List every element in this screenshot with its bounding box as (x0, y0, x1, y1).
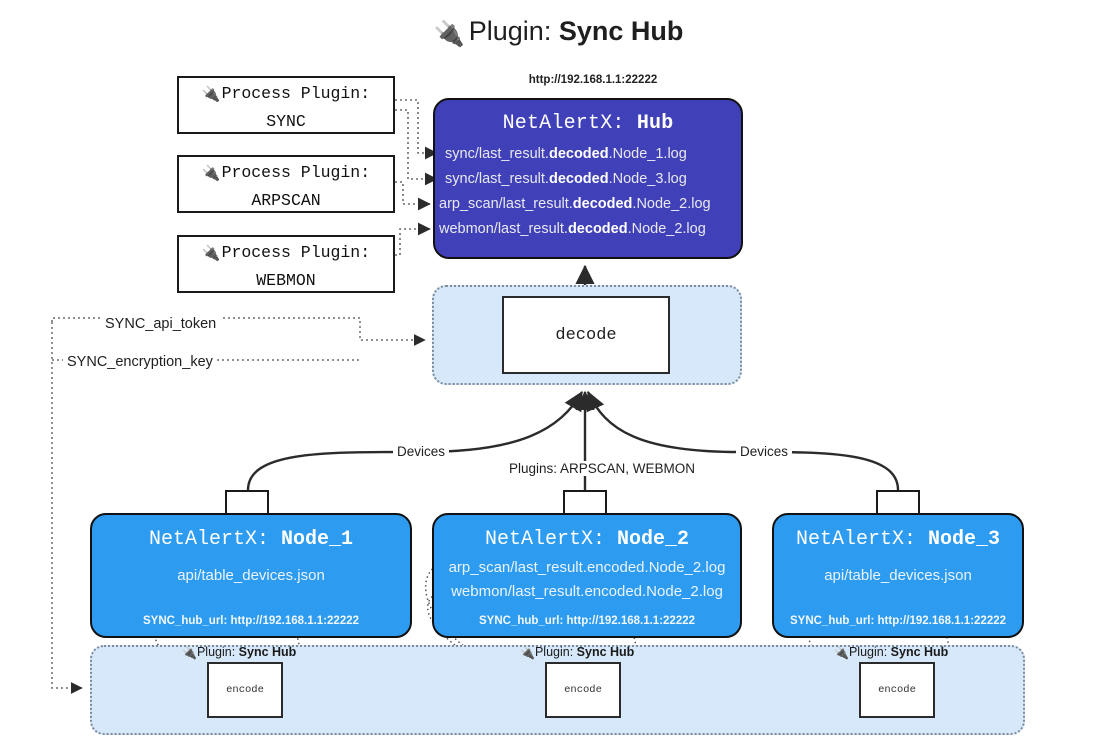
hub-url-label: http://192.168.1.1:22222 (528, 74, 658, 86)
hub-log-line: sync/last_result.decoded.Node_1.log (445, 146, 687, 162)
plug-icon: 🔌 (201, 244, 221, 262)
process-plugin-label: Process Plugin: (221, 163, 371, 182)
edge-label-devices-left: Devices (393, 444, 450, 459)
sync-encryption-key-label: SYNC_encryption_key (63, 354, 217, 370)
process-plugin-name: ARPSCAN (251, 191, 321, 210)
process-plugin-box-sync[interactable]: 🔌Process Plugin: SYNC (177, 76, 395, 134)
process-plugin-name: WEBMON (256, 271, 316, 290)
node-box-node-2[interactable]: NetAlertX: Node_2 arp_scan/last_result.e… (432, 513, 742, 638)
plug-icon: 🔌 (201, 85, 221, 103)
plug-icon: 🔌 (182, 646, 197, 660)
page-title-prefix: Plugin: (468, 16, 552, 46)
node-line: webmon/last_result.encoded.Node_2.log (451, 583, 723, 600)
plug-icon: 🔌 (433, 20, 465, 48)
node-hub-url: SYNC_hub_url: http://192.168.1.1:22222 (478, 615, 696, 627)
edge-label-plugins: Plugins: ARPSCAN, WEBMON (505, 461, 700, 476)
process-plugin-box-webmon[interactable]: 🔌Process Plugin: WEBMON (177, 235, 395, 293)
hub-log-line: sync/last_result.decoded.Node_3.log (445, 171, 687, 187)
sync-hub-plugin-label: 🔌Plugin: Sync Hub (182, 645, 297, 660)
node-line: arp_scan/last_result.encoded.Node_2.log (448, 559, 726, 576)
hub-title-name: Hub (636, 112, 674, 135)
node-hub-url: SYNC_hub_url: http://192.168.1.1:22222 (142, 615, 360, 627)
hub-box[interactable]: NetAlertX: Hub sync/last_result.decoded.… (433, 98, 743, 259)
page-title: 🔌Plugin: Sync Hub (0, 16, 1117, 49)
hub-log-line: arp_scan/last_result.decoded.Node_2.log (439, 196, 711, 212)
encode-box[interactable]: encode (859, 662, 935, 718)
node-box-node-3[interactable]: NetAlertX: Node_3 api/table_devices.json… (772, 513, 1024, 638)
node-box-node-1[interactable]: NetAlertX: Node_1 api/table_devices.json… (90, 513, 412, 638)
node-title: NetAlertX: Node_2 (484, 528, 690, 551)
node-line: api/table_devices.json (177, 567, 325, 584)
process-plugin-label: Process Plugin: (221, 243, 371, 262)
node-title: NetAlertX: Node_1 (148, 528, 354, 551)
sync-hub-plugin-label: 🔌Plugin: Sync Hub (520, 645, 635, 660)
node-title: NetAlertX: Node_3 (795, 528, 1001, 551)
process-plugin-name: SYNC (266, 112, 306, 131)
plug-icon: 🔌 (201, 164, 221, 182)
sync-hub-plugin-label: 🔌Plugin: Sync Hub (834, 645, 949, 660)
edge-label-devices-right: Devices (736, 444, 793, 459)
hub-title-prefix: NetAlertX: (502, 112, 625, 135)
encode-box[interactable]: encode (545, 662, 621, 718)
hub-log-line: webmon/last_result.decoded.Node_2.log (439, 221, 706, 237)
node-line: api/table_devices.json (824, 567, 972, 584)
hub-title: NetAlertX: Hub (435, 112, 741, 135)
node-hub-url: SYNC_hub_url: http://192.168.1.1:22222 (789, 615, 1007, 627)
process-plugin-label: Process Plugin: (221, 84, 371, 103)
plug-icon: 🔌 (834, 646, 849, 660)
page-title-name: Sync Hub (558, 16, 684, 46)
encode-box[interactable]: encode (207, 662, 283, 718)
sync-api-token-label: SYNC_api_token (101, 316, 221, 332)
process-plugin-box-arpscan[interactable]: 🔌Process Plugin: ARPSCAN (177, 155, 395, 213)
plug-icon: 🔌 (520, 646, 535, 660)
decode-box[interactable]: decode (502, 296, 670, 374)
